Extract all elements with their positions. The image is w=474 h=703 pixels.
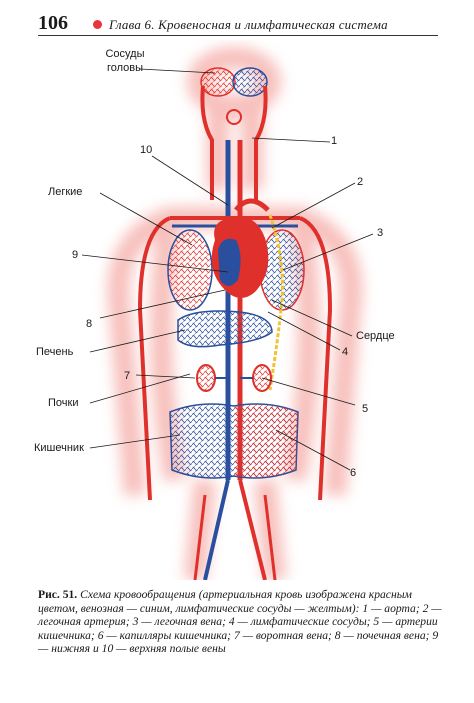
figure-caption: Рис. 51. Схема кровообращения (артериаль… xyxy=(38,588,442,656)
intestine xyxy=(169,403,299,479)
circulation-figure: Сосуды головы Легкие Сердце Печень Почки… xyxy=(0,40,474,582)
number-6: 6 xyxy=(350,467,356,479)
number-10: 10 xyxy=(140,144,152,156)
label-heart: Сердце xyxy=(356,330,395,342)
number-2: 2 xyxy=(357,176,363,188)
leg-vessels xyxy=(193,479,277,581)
label-head-vessels-1: Сосуды xyxy=(105,48,144,60)
chapter-title: Глава 6. Кровеносная и лимфатическая сис… xyxy=(109,17,388,32)
number-4: 4 xyxy=(342,346,348,358)
number-5: 5 xyxy=(362,403,368,415)
label-kidneys: Почки xyxy=(48,397,78,409)
number-7: 7 xyxy=(124,370,130,382)
label-head-vessels-2: головы xyxy=(107,62,143,74)
caption-label: Рис. 51. xyxy=(38,588,78,601)
bullet-dot-icon xyxy=(93,20,102,29)
label-liver: Печень xyxy=(36,346,74,358)
number-8: 8 xyxy=(86,318,92,330)
lymphatic-vessels xyxy=(268,214,284,391)
header-rule xyxy=(38,35,438,36)
heart xyxy=(211,198,270,299)
number-1: 1 xyxy=(331,135,337,147)
kidneys xyxy=(196,364,272,392)
caption-text: Схема кровообращения (артериальная кровь… xyxy=(38,588,442,656)
liver xyxy=(177,310,273,348)
label-intestine: Кишечник xyxy=(34,442,84,454)
head-vessels xyxy=(200,67,268,200)
number-9: 9 xyxy=(72,249,78,261)
label-lungs: Легкие xyxy=(48,186,82,198)
leader-lines xyxy=(81,68,374,471)
circulation-diagram: Сосуды головы Легкие Сердце Печень Почки… xyxy=(34,47,395,582)
page-number: 106 xyxy=(38,12,68,34)
page-header: 106 Глава 6. Кровеносная и лимфатическая… xyxy=(38,10,438,38)
number-3: 3 xyxy=(377,227,383,239)
